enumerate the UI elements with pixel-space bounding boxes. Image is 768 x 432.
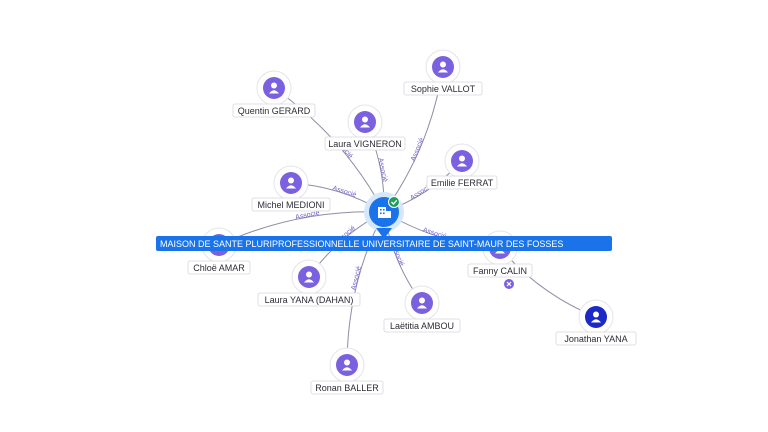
person-node[interactable]: Michel MEDIONI [251, 165, 331, 212]
person-label-background [467, 263, 533, 278]
person-node[interactable]: Laura YANA (DAHAN) [257, 259, 361, 307]
person-name: Emilie FERRAT [431, 178, 494, 188]
company-label[interactable]: MAISON DE SANTE PLURIPROFESSIONNELLE UNI… [156, 236, 612, 251]
person-node[interactable]: Sophie VALLOT [403, 49, 483, 96]
edge-relation-label: Associé [332, 185, 358, 199]
building-icon [378, 207, 391, 218]
person-icon [304, 271, 314, 283]
person-label-background [187, 260, 251, 275]
person-name: Laura VIGNERON [328, 139, 402, 149]
person-node[interactable]: Ronan BALLER [310, 347, 384, 395]
person-label-background [251, 197, 331, 212]
person-label-background [383, 318, 461, 333]
person-label-background [324, 136, 406, 151]
person-name: Jonathan YANA [564, 334, 627, 344]
person-label-background [257, 292, 361, 307]
person-name: Laëtitia AMBOU [390, 321, 454, 331]
person-node[interactable]: Laura VIGNERON [324, 104, 406, 151]
map-pin-tip [376, 228, 392, 239]
person-name: Michel MEDIONI [257, 200, 324, 210]
check-badge-icon [388, 196, 400, 208]
edge-relation-label: Associé [376, 157, 388, 183]
person-label-background [426, 175, 498, 190]
person-icon [591, 311, 601, 323]
company-node[interactable] [364, 192, 404, 239]
person-label-background [555, 331, 637, 346]
person-node[interactable]: Jonathan YANA [555, 299, 637, 346]
person-name: Quentin GERARD [238, 106, 311, 116]
person-icon [360, 116, 370, 128]
person-label-background [403, 81, 483, 96]
person-icon [342, 359, 352, 371]
collapse-toggle[interactable] [504, 279, 514, 289]
person-label-background [232, 103, 316, 118]
edge-line [499, 247, 597, 318]
person-icon [286, 177, 296, 189]
person-icon [438, 61, 448, 73]
person-name: Sophie VALLOT [411, 84, 476, 94]
person-node[interactable]: Laëtitia AMBOU [383, 285, 461, 333]
person-label-background [310, 380, 384, 395]
edge-relation-label: Associé [295, 210, 321, 222]
person-name: Chloë AMAR [193, 263, 245, 273]
person-icon [457, 155, 467, 167]
person-node[interactable]: Quentin GERARD [232, 70, 316, 118]
company-name: MAISON DE SANTE PLURIPROFESSIONNELLE UNI… [160, 239, 563, 249]
person-node[interactable]: Emilie FERRAT [426, 143, 498, 190]
person-icon [269, 82, 279, 94]
person-name: Fanny CALIN [473, 266, 527, 276]
nodes-layer: Quentin GERARD Sophie VALLOT Laura VIGNERO… [187, 49, 637, 395]
person-name: Ronan BALLER [315, 383, 379, 393]
close-icon [506, 281, 512, 287]
edge-relation-label: Associé [350, 265, 363, 291]
company-label-background [156, 236, 612, 251]
edge-relation-label: Associé [410, 137, 426, 162]
person-icon [417, 297, 427, 309]
person-name: Laura YANA (DAHAN) [265, 295, 354, 305]
